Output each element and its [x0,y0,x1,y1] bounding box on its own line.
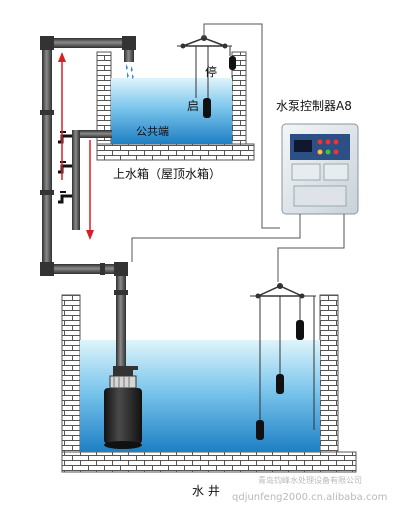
controller-box-icon [281,123,359,215]
well-left-wall [61,294,81,466]
controller-label: 水泵控制器A8 [276,99,352,113]
well-label: 水 井 [192,484,220,498]
upper-tank-water [111,78,232,144]
float-switch-icon [256,420,264,440]
well-right-wall [319,294,339,466]
water-droplets-icon [126,64,134,79]
float-switch-icon [276,374,284,394]
public-end-label: 公共端 [136,125,169,138]
start-label: 启 [187,99,199,113]
faucet-icon [58,191,72,204]
flow-arrow-icon [86,140,94,240]
faucet-icon [58,161,72,174]
float-switch-icon [229,56,236,70]
lower-float-switch [250,283,316,440]
riser-pipe [40,36,136,370]
well-floor [61,451,357,473]
upper-tank-floor [96,143,255,161]
watermark-url: qdjunfeng2000.cn.alibaba.com [232,492,387,503]
upper-tank-label: 上水箱（屋顶水箱） [113,166,221,181]
upper-float-switch [177,35,236,118]
flow-arrow-icon [58,52,66,180]
float-switch-icon [296,320,304,340]
float-switch-icon [203,98,211,118]
upper-tank [96,51,255,161]
pump-icon [104,366,142,449]
stop-label: 停 [205,64,217,79]
upper-tank-left-wall [96,51,112,159]
control-wires [131,23,345,282]
faucet-icon [58,131,72,144]
watermark-company: 青岛钧峰水处理设备有限公司 [258,475,362,485]
